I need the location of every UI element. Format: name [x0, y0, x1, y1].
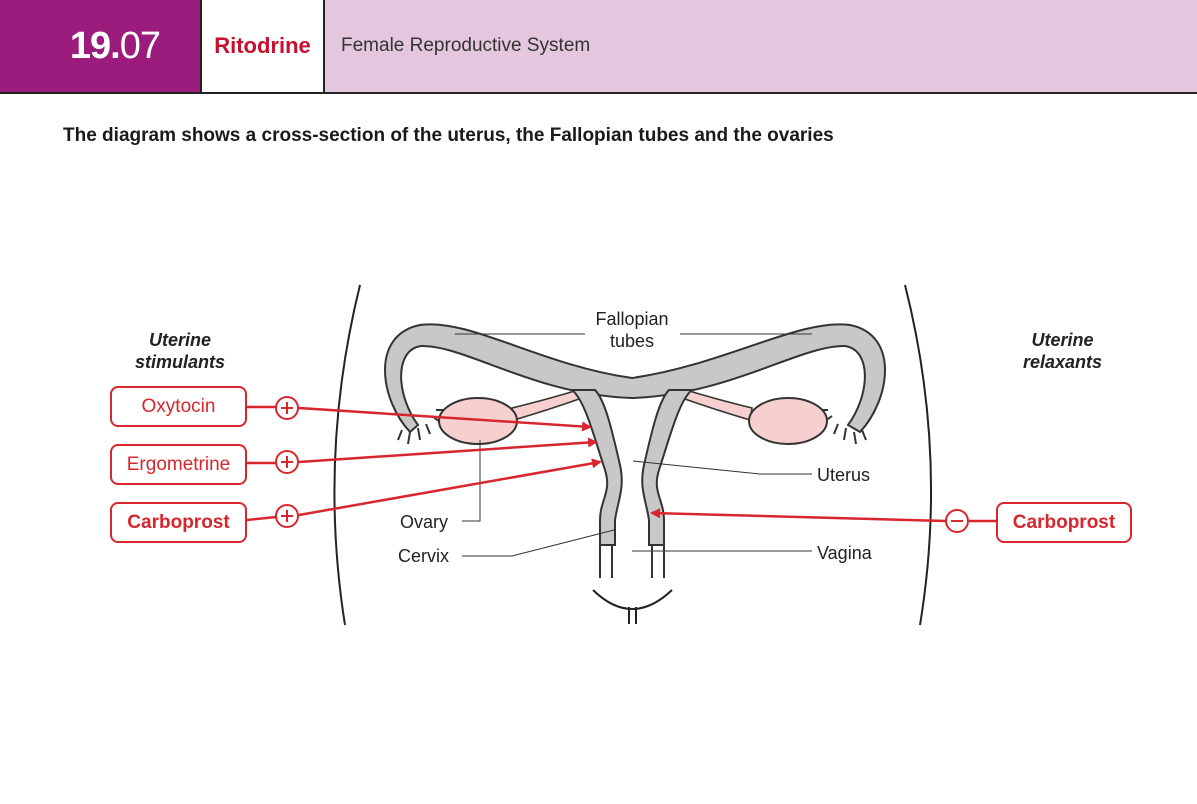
arrow-oxytocin: [298, 406, 592, 432]
leader-ovary: [462, 440, 481, 522]
plus-sign-ergometrine: [275, 450, 299, 474]
uterus-wall-left: [569, 389, 623, 546]
plus-sign-oxytocin: [275, 396, 299, 420]
label-vagina: Vagina: [817, 543, 872, 563]
pelvic-floor: [592, 589, 673, 610]
arrow-carboprost-relaxant: [650, 508, 947, 523]
section-number: 19.07: [0, 0, 200, 92]
plus-sign-carboprost: [275, 504, 299, 528]
stimulants-heading-line2: stimulants: [134, 352, 226, 372]
minus-sign-carboprost: [945, 509, 969, 533]
stimulants-heading-line1: Uterine: [148, 330, 211, 350]
section-number-minor: 07: [119, 24, 161, 67]
diagram-caption: The diagram shows a cross-section of the…: [63, 125, 834, 146]
system-title: Female Reproductive System: [325, 0, 1197, 92]
drug-box-oxytocin: Oxytocin: [110, 386, 247, 427]
body-outline-left: [333, 284, 361, 626]
label-uterus: Uterus: [817, 465, 871, 485]
ovarian-ligament-right: [680, 389, 753, 421]
label-ovary: Ovary: [400, 512, 449, 532]
leader-cervix: [462, 529, 615, 557]
label-fallopian-tubes: Fallopian tubes: [572, 308, 692, 352]
label-cervix: Cervix: [398, 546, 450, 566]
arrow-ergometrine: [298, 437, 598, 464]
ovary-right: [748, 397, 828, 445]
relaxants-heading: Uterine relaxants: [985, 329, 1140, 373]
header-bar: 19.07 Ritodrine Female Reproductive Syst…: [0, 0, 1197, 94]
drug-box-carboprost-relaxant: Carboprost: [996, 502, 1132, 543]
label-fallopian-line1: Fallopian: [595, 309, 669, 329]
relaxants-heading-line2: relaxants: [1022, 352, 1103, 372]
section-number-major: 19.: [69, 24, 121, 67]
ovarian-ligament-left: [511, 389, 584, 421]
fimbriae-right: [818, 409, 867, 445]
body-outline-right: [904, 284, 932, 626]
leader-uterus: [632, 460, 812, 475]
drug-box-ergometrine: Ergometrine: [110, 444, 247, 485]
drug-box-carboprost-stimulant: Carboprost: [110, 502, 247, 543]
drug-title: Ritodrine: [200, 0, 325, 92]
stimulants-heading: Uterine stimulants: [100, 329, 260, 373]
uterus-wall-right: [641, 389, 695, 546]
label-fallopian-line2: tubes: [609, 331, 655, 351]
arrow-carboprost-stimulant: [298, 458, 602, 517]
fimbriae-left: [397, 409, 446, 445]
relaxants-heading-line1: Uterine: [1031, 330, 1094, 350]
